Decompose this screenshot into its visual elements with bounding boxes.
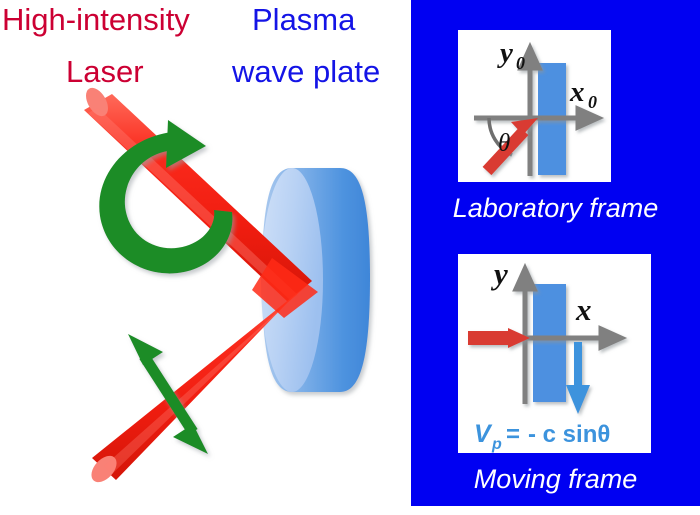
circular-polarization-arrow [99,120,233,274]
label-high-intensity: High-intensity [2,2,190,37]
right-blue-panel: θ y 0 x 0 Laboratory frame [411,0,700,506]
moving-frame-axes [472,262,628,404]
moving-frame-incident-beam [468,328,530,348]
moving-frame-inset: y x V p = - c sinθ [458,254,651,453]
plate-velocity-arrow [566,342,590,414]
laboratory-frame-inset: θ y 0 x 0 [458,30,611,182]
moving-frame-diagram: y x V p = - c sinθ [468,256,628,453]
label-plasma: Plasma [252,2,356,37]
lab-frame-y-axis-subscript: 0 [516,53,525,73]
linear-polarization-double-arrow [128,334,208,454]
label-wave-plate: wave plate [232,54,381,89]
lab-frame-y-axis-label: y [497,37,513,69]
lab-frame-x-axis-subscript: 0 [588,92,597,112]
lab-frame-theta-label: θ [498,130,510,157]
lab-frame-incident-beam [482,118,538,176]
caption-moving-frame: Moving frame [473,464,638,494]
laboratory-frame-diagram: θ y 0 x 0 [474,37,605,176]
velocity-formula: V p = - c sinθ [474,420,610,453]
formula-subscript: p [491,436,502,453]
formula-expression: - c sinθ [528,421,610,448]
reflected-laser-beam [91,258,318,483]
label-laser: Laser [66,54,144,89]
formula-symbol: V [474,420,493,448]
lab-frame-x-axis-label: x [569,76,585,108]
formula-equals: = [506,421,520,448]
caption-laboratory-frame: Laboratory frame [452,193,659,223]
moving-frame-y-axis-label: y [490,256,508,291]
left-schematic [84,87,370,483]
moving-frame-plate [533,284,566,402]
lab-frame-axes [474,41,605,176]
moving-frame-x-axis-label: x [575,292,592,327]
